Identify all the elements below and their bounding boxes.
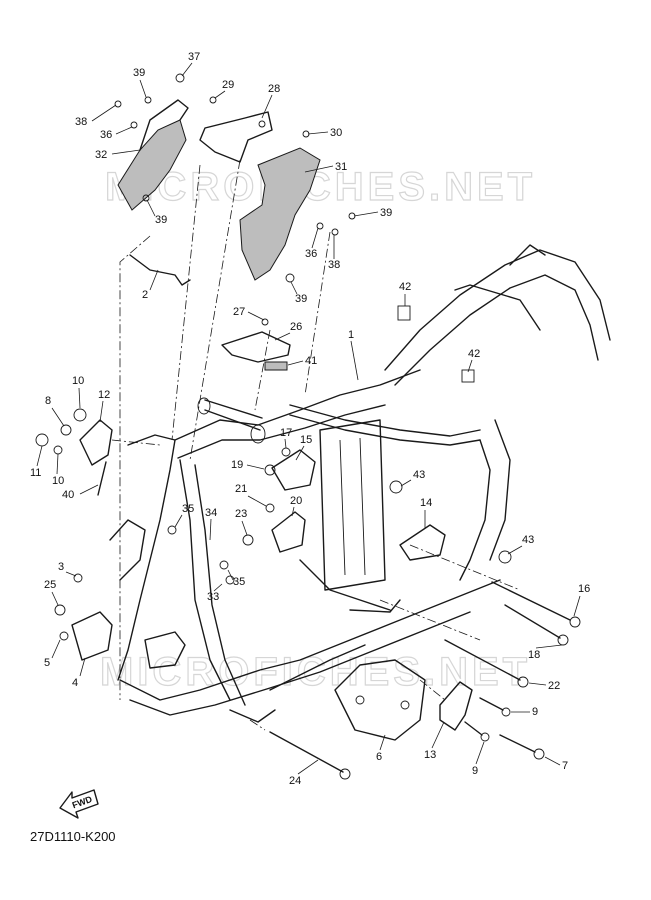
main-frame-1 — [109, 244, 611, 723]
callout: 42 — [399, 281, 411, 293]
callout: 6 — [376, 751, 382, 763]
fwd-arrow-icon: FWD — [59, 789, 99, 819]
bracket-26 — [221, 331, 291, 371]
cover-31 — [239, 147, 321, 281]
callout: 39 — [380, 207, 392, 219]
callout: 38 — [328, 259, 340, 271]
bolt-9a — [479, 697, 511, 717]
callout: 29 — [222, 79, 234, 91]
diagram-code: 27D1110-K200 — [30, 829, 116, 844]
watermark-top: MICROFICHES.NET — [105, 165, 536, 209]
bracket-20 — [271, 511, 306, 553]
callout: 30 — [330, 127, 342, 139]
callout: 5 — [44, 657, 50, 669]
callout: 39 — [133, 67, 145, 79]
bracket-13 — [439, 681, 473, 731]
callout: 33 — [207, 591, 219, 603]
bracket-28 — [199, 111, 273, 163]
bolt-9b — [464, 721, 490, 742]
rear-cover-32 — [117, 99, 189, 211]
callout: 43 — [522, 534, 534, 546]
callout: 41 — [305, 355, 317, 367]
callout: 37 — [188, 51, 200, 63]
callout: 2 — [142, 289, 148, 301]
callout: 19 — [231, 459, 243, 471]
callouts: 37 39 29 28 38 36 30 32 31 39 39 36 38 2… — [30, 51, 590, 787]
callout: 9 — [532, 706, 538, 718]
bracket-15 — [271, 449, 316, 491]
callout: 40 — [62, 489, 74, 501]
callout: 1 — [348, 329, 354, 341]
callout: 36 — [100, 129, 112, 141]
callout: 8 — [45, 395, 51, 407]
callout: 31 — [335, 161, 347, 173]
callout: 3 — [58, 561, 64, 573]
bracket-4 — [71, 611, 113, 661]
fasteners — [35, 73, 512, 641]
callout: 23 — [235, 508, 247, 520]
callout: 34 — [205, 507, 217, 519]
callout: 26 — [290, 321, 302, 333]
bolt-24 — [269, 731, 351, 780]
callout: 27 — [233, 306, 245, 318]
callout: 32 — [95, 149, 107, 161]
callout: 38 — [75, 116, 87, 128]
callout: 21 — [235, 483, 247, 495]
callout: 12 — [98, 389, 110, 401]
callout: 39 — [295, 293, 307, 305]
callout: 42 — [468, 348, 480, 360]
callout: 16 — [578, 583, 590, 595]
callout: 11 — [30, 467, 41, 479]
bolt-22 — [444, 639, 529, 688]
callout: 9 — [472, 765, 478, 777]
bolt-7 — [499, 734, 545, 760]
bracket-12 — [79, 419, 113, 466]
phantom-lines — [111, 159, 521, 731]
callout: 35 — [182, 503, 194, 515]
callout: 18 — [528, 649, 540, 661]
bracket-14 — [399, 524, 446, 561]
callout: 43 — [413, 469, 425, 481]
callout: 35 — [233, 576, 245, 588]
callout: 10 — [72, 375, 84, 387]
watermark-bottom: MICROFICHES.NET — [100, 650, 531, 694]
callout: 4 — [72, 677, 78, 689]
callout: 14 — [420, 497, 432, 509]
callout: 39 — [155, 214, 167, 226]
bolt-18 — [504, 604, 569, 646]
callout: 25 — [44, 579, 56, 591]
plate-6 — [334, 659, 426, 741]
callout: 15 — [300, 434, 312, 446]
stay-2 — [129, 254, 191, 286]
callout: 28 — [268, 83, 280, 95]
callout: 24 — [289, 775, 301, 787]
fwd-label: FWD — [71, 794, 94, 811]
callout: 13 — [424, 749, 436, 761]
bolt-16 — [491, 581, 581, 628]
callout: 7 — [562, 760, 568, 772]
callout: 36 — [305, 248, 317, 260]
callout: 22 — [548, 680, 560, 692]
bolt-40 — [97, 461, 107, 496]
callout: 20 — [290, 495, 302, 507]
callout: 17 — [280, 427, 292, 439]
callout: 10 — [52, 475, 64, 487]
